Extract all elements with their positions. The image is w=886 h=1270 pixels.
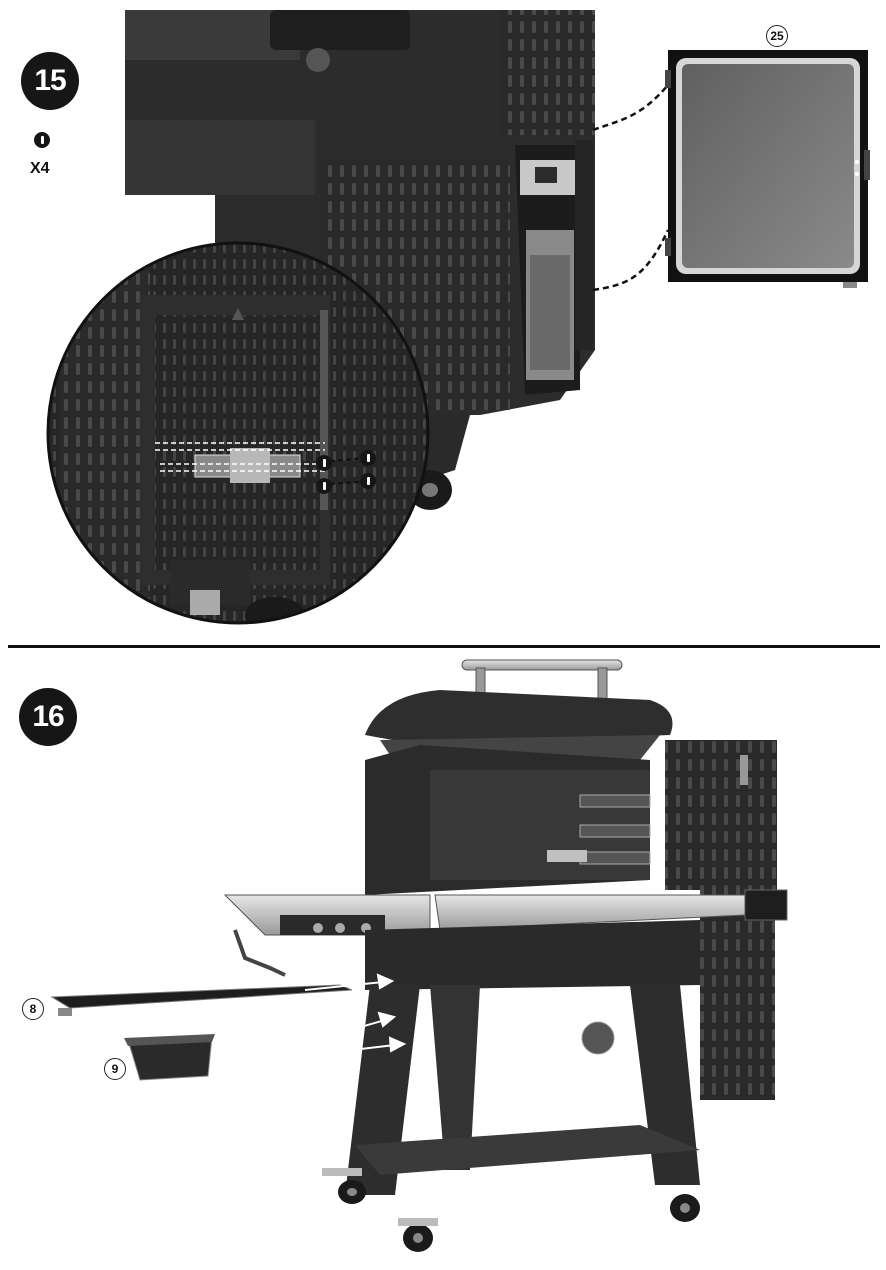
step-number-badge: 15 xyxy=(21,52,79,110)
bolt-icon xyxy=(360,450,376,466)
bolt-icon xyxy=(360,473,376,489)
door-panel xyxy=(665,50,870,288)
part-label-25: 25 xyxy=(766,25,788,47)
step16-illustration xyxy=(52,660,787,1252)
bolt-icon xyxy=(316,455,332,471)
bolt-icon xyxy=(34,132,50,148)
step-number-badge: 16 xyxy=(19,688,77,746)
bolt-icon xyxy=(316,478,332,494)
hardware-quantity: X4 xyxy=(30,160,50,178)
part-label-9: 9 xyxy=(104,1058,126,1080)
section-divider xyxy=(8,645,880,648)
grease-bucket xyxy=(124,1034,215,1080)
part-label-8: 8 xyxy=(22,998,44,1020)
zoom-detail xyxy=(48,243,428,633)
step15-illustration xyxy=(48,10,870,633)
